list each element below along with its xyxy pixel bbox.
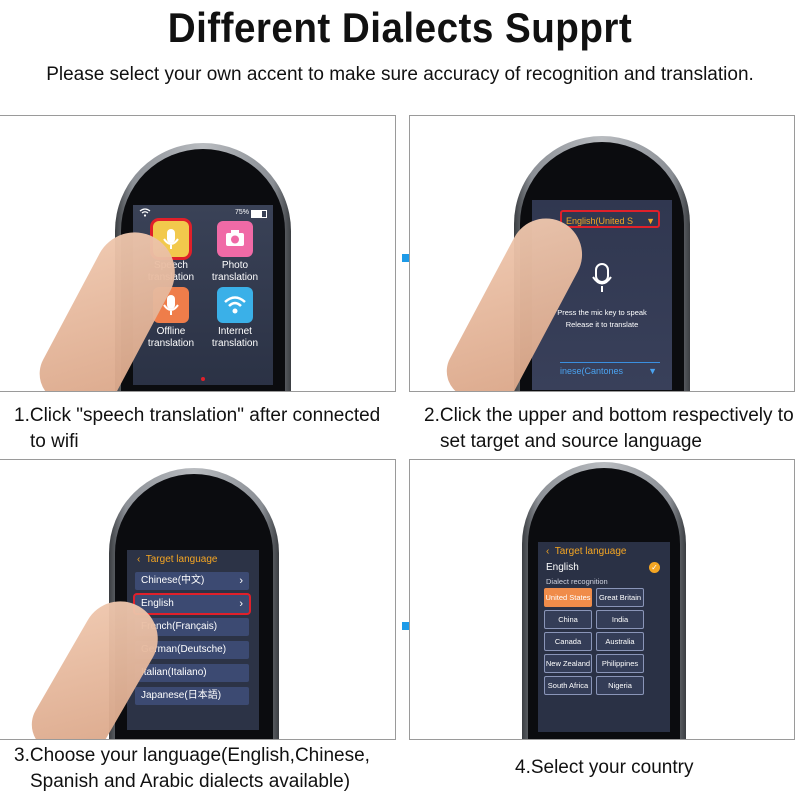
- caption-line: to wifi: [30, 431, 79, 452]
- page-indicator: [201, 377, 205, 381]
- country-option[interactable]: New Zealand: [544, 654, 592, 673]
- target-language-label: English(United S: [566, 216, 634, 226]
- battery-icon: [251, 210, 267, 218]
- translator-device: ‹ Target language Chinese(中文)› English› …: [109, 468, 279, 739]
- target-language-selector[interactable]: English(United S ▼: [560, 210, 660, 228]
- language-item[interactable]: German(Deutsche): [135, 641, 249, 659]
- back-chevron-icon[interactable]: ‹: [546, 546, 550, 557]
- step-3-panel: ‹ Target language Chinese(中文)› English› …: [0, 459, 396, 740]
- step-4-panel: ‹ Target language English ✓ Dialect reco…: [409, 459, 795, 740]
- step-2-caption: 2.Click the upper and bottom respectivel…: [424, 403, 794, 455]
- battery-level: 75%: [234, 209, 249, 216]
- translator-device: 75% Speech translation Photo translation: [115, 143, 291, 391]
- chevron-right-icon: ›: [239, 598, 243, 610]
- caption-line: set target and source language: [440, 431, 702, 452]
- app-label-line1: Offline: [156, 326, 186, 337]
- step-2-panel: English(United S ▼ Press the mic key to …: [409, 115, 795, 392]
- selected-language: English: [546, 562, 579, 573]
- country-option[interactable]: Nigeria: [596, 676, 644, 695]
- wifi-icon: [217, 287, 253, 323]
- app-label-line1: Photo: [221, 260, 249, 271]
- check-icon: ✓: [649, 562, 660, 573]
- caption-line: 1.Click "speech translation" after conne…: [14, 405, 381, 426]
- country-option[interactable]: Canada: [544, 632, 592, 651]
- country-option-selected[interactable]: United States: [544, 588, 592, 607]
- step-1-caption: 1.Click "speech translation" after conne…: [14, 403, 380, 455]
- language-item[interactable]: Italian(Italiano): [135, 664, 249, 682]
- translator-device: ‹ Target language English ✓ Dialect reco…: [522, 462, 686, 739]
- country-option[interactable]: Australia: [596, 632, 644, 651]
- country-option[interactable]: China: [544, 610, 592, 629]
- app-label-line1: Internet: [218, 326, 252, 337]
- step-1-panel: 75% Speech translation Photo translation: [0, 115, 396, 392]
- language-item[interactable]: French(Français): [135, 618, 249, 636]
- caption-line: 2.Click the upper and bottom respectivel…: [424, 405, 794, 426]
- device-screen: ‹ Target language English ✓ Dialect reco…: [538, 542, 670, 732]
- app-photo-translation[interactable]: Photo translation: [211, 221, 259, 284]
- page-subtitle: Please select your own accent to make su…: [46, 64, 754, 85]
- app-label-line2: translation: [147, 338, 195, 349]
- device-screen: ‹ Target language Chinese(中文)› English› …: [127, 550, 259, 730]
- instruction-line-2: Release it to translate: [565, 320, 639, 329]
- microphone-icon: [591, 262, 613, 299]
- app-internet-translation[interactable]: Internet translation: [211, 287, 259, 350]
- app-label-line2: translation: [211, 338, 259, 349]
- caption-line: 3.Choose your language(English,Chinese,: [14, 745, 370, 766]
- dropdown-triangle-icon: ▼: [648, 366, 657, 376]
- source-language-selector[interactable]: inese(Cantones ▼: [560, 362, 660, 379]
- instruction-line-1: Press the mic key to speak: [557, 308, 647, 317]
- wifi-status-icon: [139, 208, 151, 219]
- source-language-label: inese(Cantones: [560, 366, 624, 376]
- language-item[interactable]: Chinese(中文)›: [135, 572, 249, 590]
- page-title: Different Dialects Supprt: [167, 4, 633, 51]
- screen-header: ‹ Target language: [546, 546, 626, 557]
- country-option[interactable]: India: [596, 610, 644, 629]
- screen-header-label: Target language: [145, 554, 218, 565]
- step-3-caption: 3.Choose your language(English,Chinese, …: [14, 743, 370, 795]
- country-option[interactable]: Great Britain: [596, 588, 644, 607]
- caption-line: Spanish and Arabic dialects available): [30, 771, 351, 792]
- caption-line: 4.Select your country: [515, 757, 694, 778]
- screen-header-label: Target language: [554, 546, 627, 557]
- back-chevron-icon[interactable]: ‹: [137, 554, 141, 565]
- section-label: Dialect recognition: [546, 577, 608, 586]
- country-option[interactable]: Philippines: [596, 654, 644, 673]
- chevron-right-icon: ›: [239, 575, 243, 587]
- camera-icon: [217, 221, 253, 257]
- country-option[interactable]: South Africa: [544, 676, 592, 695]
- screen-header: ‹ Target language: [137, 554, 217, 565]
- language-item-selected[interactable]: English›: [135, 595, 249, 613]
- dropdown-triangle-icon: ▼: [646, 216, 655, 226]
- language-item[interactable]: Japanese(日本語): [135, 687, 249, 705]
- app-label-line2: translation: [211, 272, 259, 283]
- step-4-caption: 4.Select your country: [515, 755, 693, 781]
